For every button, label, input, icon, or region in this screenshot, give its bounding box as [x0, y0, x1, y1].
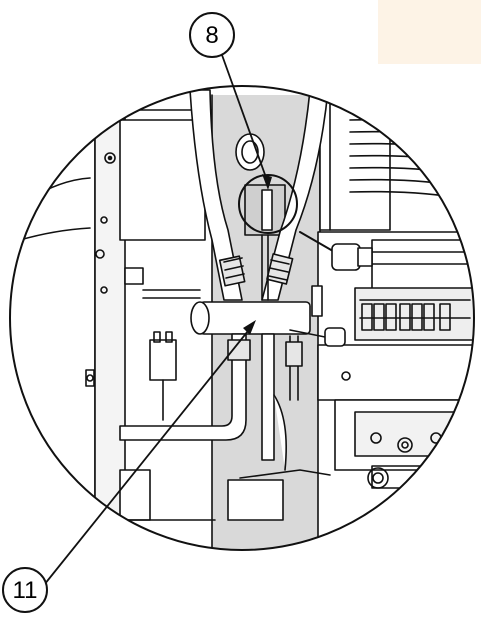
leader-line-8: [221, 54, 269, 184]
arrowhead-8: [262, 174, 272, 190]
leader-line-11: [39, 325, 253, 591]
detail-circle-outline: [9, 85, 475, 551]
arrowhead-11: [243, 320, 256, 335]
terminal-block: [361, 303, 451, 331]
callout-8: 8: [189, 12, 235, 58]
screw-icon: [104, 152, 116, 164]
bolt-icon: [370, 432, 382, 444]
callout-8-label: 8: [205, 22, 218, 49]
elbow-pipe: [119, 333, 303, 471]
highlight-ring: [238, 174, 298, 234]
callout-11-label: 11: [13, 577, 38, 604]
callout-11: 11: [2, 567, 48, 613]
small-connector: [124, 267, 201, 421]
bottom-block: [227, 479, 284, 521]
header-cylinder: [190, 231, 373, 347]
detail-view: [10, 86, 474, 550]
highlight-block: [378, 0, 481, 64]
